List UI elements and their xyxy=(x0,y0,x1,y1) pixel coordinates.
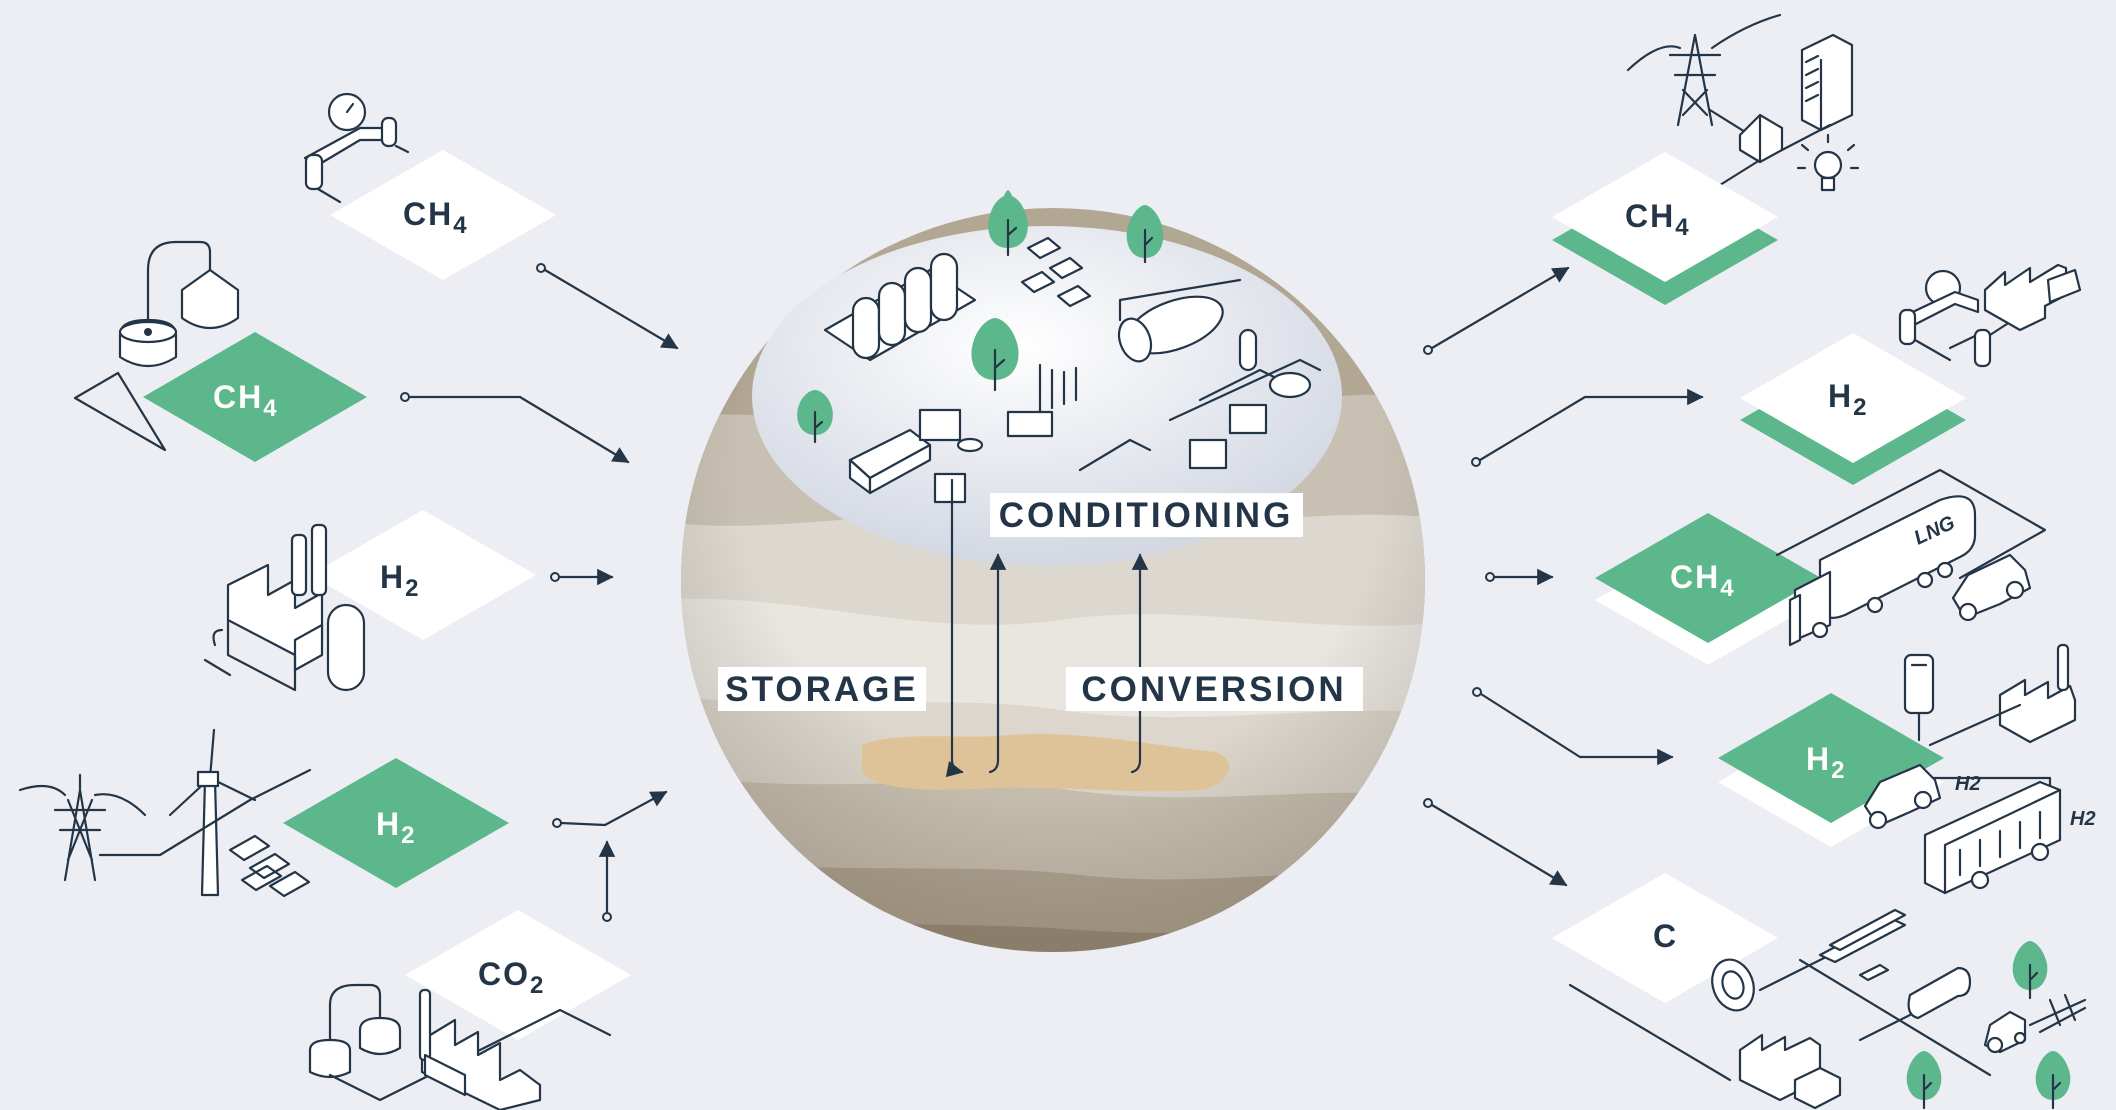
factory-icon xyxy=(203,523,366,692)
output-h2-industry: H2 xyxy=(1740,263,2082,485)
tree-icon xyxy=(2035,1051,2071,1110)
factory-icon xyxy=(418,988,542,1110)
diamond-co2-white xyxy=(405,910,631,1040)
process-arrows xyxy=(945,478,1149,778)
output-h2-mobility: H2 H2 H2 xyxy=(1718,643,2096,895)
input-ch4-biogas: CH4 xyxy=(73,240,367,462)
lng-truck-icon: LNG xyxy=(1788,495,1977,647)
diamond-ch4-white xyxy=(330,150,556,280)
storage-tank-icon xyxy=(1117,278,1242,363)
conversion-label: CONVERSION xyxy=(1066,667,1363,711)
house-icon xyxy=(1718,113,1832,187)
solar-panel-icon xyxy=(1020,236,1092,308)
input-h2-industry: H2 xyxy=(203,510,536,692)
diamond-h2-white xyxy=(1740,333,1966,463)
power-pylon-icon xyxy=(1626,13,1782,137)
diamond-ch4-white xyxy=(1552,152,1778,282)
tree-icon xyxy=(988,195,1028,257)
tree-icon xyxy=(971,318,1019,392)
svg-text:CONVERSION: CONVERSION xyxy=(1081,670,1346,709)
storage-label: STORAGE xyxy=(718,667,926,711)
trees xyxy=(797,195,1164,444)
earth-sphere xyxy=(681,208,1425,952)
tree-icon xyxy=(1126,205,1164,264)
gas-valve-icon xyxy=(1898,269,2012,368)
input-h2-green-label: H2 xyxy=(376,806,416,849)
svg-text:CONDITIONING: CONDITIONING xyxy=(999,496,1294,535)
solar-panel-icon xyxy=(228,834,311,898)
output-carbon: C xyxy=(1552,873,2087,1110)
bricks-icon xyxy=(1818,908,1907,982)
output-arrows xyxy=(1423,266,1704,887)
input-ch4-gas-grid: CH4 xyxy=(303,92,556,280)
input-ch4-label: CH4 xyxy=(403,196,469,239)
tree-icon xyxy=(1906,1051,1942,1110)
tree-icon xyxy=(797,390,833,444)
output-h2-label: H2 xyxy=(1828,378,1868,421)
output-ch4-label: CH4 xyxy=(1625,198,1691,241)
car-h2-label: H2 xyxy=(1955,773,1981,795)
biogas-plant-icon xyxy=(73,240,240,452)
factory-icon xyxy=(1983,263,2082,332)
wind-turbine-icon xyxy=(168,728,257,897)
output-ch4-green-label: CH4 xyxy=(1670,559,1736,602)
cylinder-roll-icon xyxy=(1907,966,1972,1020)
output-c-label: C xyxy=(1653,918,1678,954)
diamond-ch4-green xyxy=(143,332,367,462)
building-icon xyxy=(1800,33,1854,132)
input-arrows xyxy=(400,263,679,922)
diamond-h2-white xyxy=(310,510,536,640)
output-h2-green-label: H2 xyxy=(1806,741,1846,784)
diamond-h2-green xyxy=(283,758,509,888)
processing-plant xyxy=(1078,328,1322,472)
tractor-icon xyxy=(1983,993,2087,1054)
input-co2-label: CO2 xyxy=(478,956,545,999)
diamond-ch4-green xyxy=(1595,513,1821,643)
bus-h2-label: H2 xyxy=(2070,808,2096,830)
power-pylon-icon xyxy=(18,773,147,882)
output-ch4-mobility: LNG CH4 xyxy=(1595,468,2047,665)
input-h2-label: H2 xyxy=(380,559,420,602)
conditioning-label: CONDITIONING xyxy=(990,493,1303,537)
car-icon xyxy=(1951,553,2032,622)
output-ch4-grid: CH4 xyxy=(1552,13,1860,305)
bus-icon: H2 xyxy=(1923,780,2096,895)
tree-icon xyxy=(2012,941,2048,1000)
input-co2: CO2 xyxy=(308,910,631,1110)
svg-text:STORAGE: STORAGE xyxy=(725,670,918,709)
container-blocks xyxy=(848,363,1078,504)
tire-icon xyxy=(1711,958,1755,1012)
gas-valve-icon xyxy=(303,92,410,204)
car-icon: H2 xyxy=(1863,763,1981,830)
input-h2-renewable: H2 xyxy=(18,728,509,898)
hydrogen-pump-icon xyxy=(1903,653,1935,742)
factory-icon xyxy=(1738,1033,1842,1110)
storage-tank-icon xyxy=(823,252,977,362)
lightbulb-icon xyxy=(1796,133,1860,192)
input-ch4-green-label: CH4 xyxy=(213,379,279,422)
factory-icon xyxy=(1998,643,2077,744)
